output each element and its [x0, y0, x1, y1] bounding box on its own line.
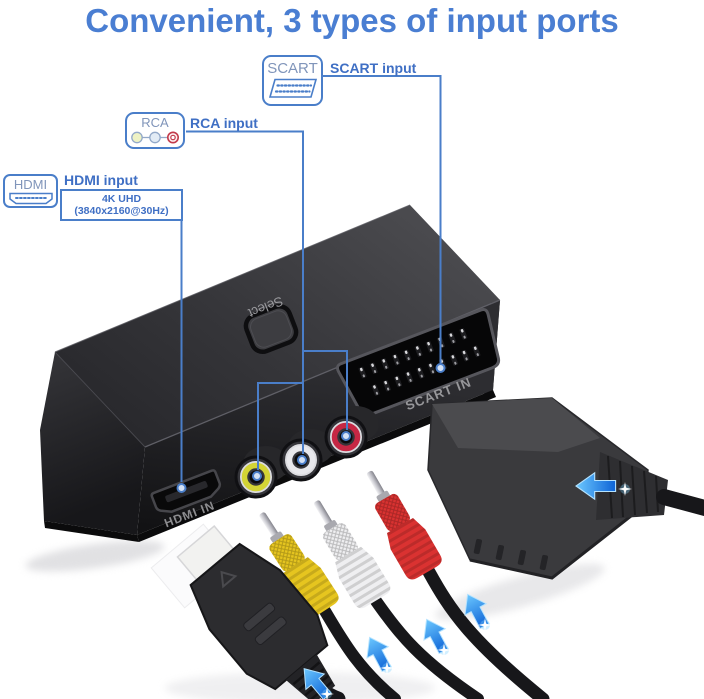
- rca-cables: [244, 461, 550, 699]
- scart-callout-box: SCART: [262, 55, 323, 106]
- rca-input-label: RCA input: [190, 115, 258, 131]
- scart-box-label: SCART: [267, 60, 318, 77]
- page-title: Convenient, 3 types of input ports: [85, 2, 619, 39]
- rca-leader-line: [186, 130, 304, 454]
- yellow-cable: [319, 605, 401, 699]
- hdmi-box-label: HDMI: [13, 176, 48, 192]
- select-button: [243, 303, 299, 355]
- callout-endpoint-dot: [252, 471, 262, 481]
- device-left-face: [40, 352, 145, 535]
- callout-endpoint-dot: [176, 483, 187, 493]
- rca-plugs-icon: [131, 131, 179, 144]
- scart-input-label: SCART input: [330, 60, 417, 76]
- scart-cable: [656, 489, 704, 516]
- hdmi-in-port: [150, 469, 222, 514]
- scart-cable-plug: [427, 397, 704, 580]
- scart-in-port: [335, 307, 501, 417]
- red-cable: [422, 565, 550, 699]
- callout-endpoint-dot: [341, 431, 351, 441]
- callout-endpoint-dot: [297, 455, 307, 465]
- white-cable: [370, 595, 484, 699]
- hdmi-connector-icon: [8, 192, 53, 204]
- hdmi-input-label: HDMI input: [64, 172, 138, 188]
- converter-device: Select SCART IN HDMI IN: [40, 204, 501, 542]
- callout-lines: [176, 75, 446, 493]
- callout-endpoint-dot: [435, 363, 446, 373]
- rca-callout-box: RCA: [125, 112, 185, 149]
- scart-connector-icon: [268, 78, 317, 98]
- hdmi-callout-box: HDMI: [3, 174, 58, 208]
- hdmi-resolution-label: 4K UHD (3840x2160@30Hz): [60, 189, 183, 221]
- scart-leader-line: [323, 75, 442, 363]
- rca-box-label: RCA: [141, 115, 169, 130]
